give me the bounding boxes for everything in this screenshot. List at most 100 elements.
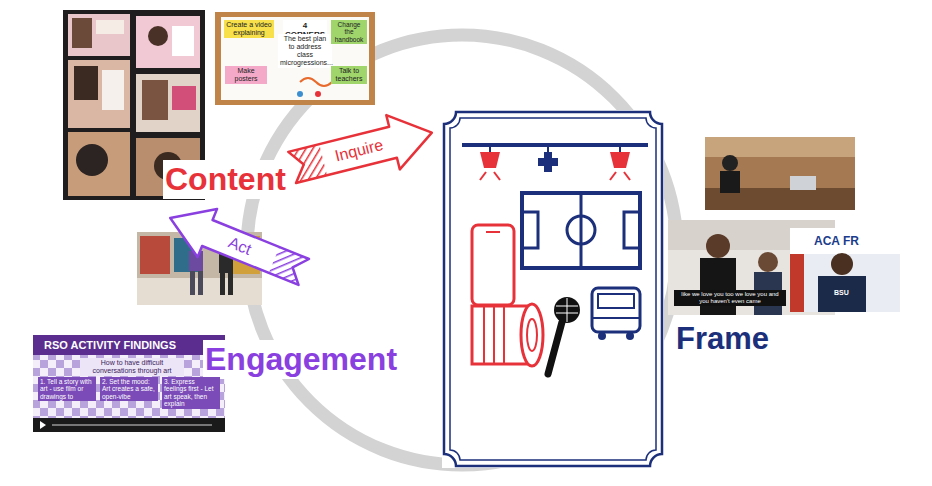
arrow-outline	[285, 105, 438, 194]
frame-icons-part	[610, 172, 616, 180]
dance-photo-part	[228, 273, 233, 295]
collage-photo-part	[172, 26, 194, 56]
frame-icons-part	[554, 297, 580, 323]
poster-photo-part	[215, 12, 375, 105]
frame-heading: Frame	[676, 322, 769, 356]
slide-point: 1. Tell a story with art - use film or d…	[38, 377, 96, 401]
stage-label: Content	[163, 160, 288, 199]
poster-photo-part	[315, 91, 321, 97]
bsu-photo-part	[818, 276, 866, 312]
video-caption: like we love you too we love you and you…	[674, 290, 786, 306]
bsu-photo-part	[790, 228, 900, 254]
shirt-text: BSU	[832, 288, 851, 298]
frame-icons-part	[619, 145, 621, 152]
arrow-body	[161, 194, 314, 296]
room-photo-part	[705, 137, 855, 210]
frame-box-outline	[442, 110, 664, 468]
inquire-arrow: Inquire	[284, 102, 439, 199]
frame-icons-part	[548, 322, 562, 374]
slide-title: RSO ACTIVITY FINDINGS	[42, 338, 178, 353]
bsu-photo-part	[831, 253, 853, 275]
frame-icons-part	[494, 172, 500, 180]
frame-icons-part	[592, 317, 640, 319]
frame-icons-part	[624, 172, 630, 180]
frame-icons-part	[472, 225, 514, 305]
frame-icons-part	[486, 231, 500, 233]
collage-photo-part	[68, 14, 130, 56]
frame-icons-part	[592, 288, 640, 332]
frame-icons-part	[489, 145, 491, 152]
frame-icons-part	[480, 172, 486, 180]
collage-photo-part	[148, 26, 168, 46]
frame-icons-part	[493, 306, 495, 364]
poster-photo-part	[221, 17, 369, 100]
frame-icons-part	[522, 193, 640, 268]
room-photo-part	[722, 155, 738, 171]
slide-point: 3. Express feelings first - Let art spea…	[162, 377, 220, 409]
collage-photo-part	[72, 18, 92, 48]
frame-icons	[462, 145, 648, 374]
room-photo-part	[720, 171, 740, 193]
frame-icons-part	[483, 306, 485, 364]
video-photo-part	[758, 252, 778, 272]
poster-photo	[215, 12, 375, 105]
collage-photo-part	[74, 66, 98, 100]
frame-ground	[442, 110, 664, 468]
room-photo	[705, 137, 855, 210]
poster-photo-part	[297, 91, 303, 97]
collage-photo-part	[102, 70, 124, 110]
poster-card: Make posters	[225, 66, 267, 84]
collage-photo-part	[96, 20, 124, 34]
frame-icons-part	[503, 306, 505, 364]
video-photo-part	[700, 258, 736, 315]
frame-icons-part	[521, 304, 543, 366]
dance-photo-part	[140, 236, 170, 274]
frame-icons-part	[610, 152, 630, 168]
bsu-photo-part	[790, 254, 804, 312]
frame-icons-part	[480, 152, 500, 168]
frame-inner-border	[450, 118, 656, 460]
collage-photo-part	[142, 80, 168, 120]
poster-question: The best plan to address class microgres…	[278, 34, 332, 68]
video-photo-part	[706, 234, 730, 258]
stage-label: Engagement	[203, 340, 399, 379]
slide-point: 2. Set the mood: Art creates a safe, ope…	[100, 377, 158, 401]
frame-icons-part	[580, 193, 583, 268]
slide-screenshot-part	[33, 335, 225, 355]
frame-box: Frame	[442, 110, 664, 468]
collage-photo-part	[76, 144, 108, 176]
frame-icons-part	[598, 332, 606, 340]
bsu-photo	[790, 228, 900, 312]
frame-icons-part	[626, 332, 634, 340]
frame-icons-part	[567, 216, 595, 244]
poster-card: Talk to teachers	[331, 66, 367, 84]
collage-photo-part	[68, 132, 130, 196]
poster-photo-part	[300, 78, 332, 86]
slide-screenshot-part	[40, 421, 46, 429]
banner-text: ACA FR	[812, 234, 861, 250]
slide-screenshot-part	[33, 335, 225, 432]
collage-photo-part	[136, 16, 200, 68]
arrow-body	[285, 105, 438, 194]
slide-subtitle: How to have difficult conversations thro…	[80, 358, 184, 376]
slide-screenshot-part	[52, 424, 212, 426]
frame-icons-part	[547, 145, 549, 152]
bsu-photo-part	[790, 228, 900, 312]
arrow-hatch	[269, 247, 309, 285]
frame-icons-part	[522, 212, 538, 248]
dance-photo-part	[190, 271, 195, 295]
arrow-outline	[161, 194, 314, 296]
slide-screenshot	[33, 335, 225, 432]
poster-card: Create a video explaining	[224, 20, 274, 38]
frame-icons-part	[598, 294, 634, 308]
room-photo-part	[705, 137, 855, 157]
frame-border	[444, 112, 662, 466]
act-arrow: Act	[159, 190, 315, 300]
frame-icons-part	[527, 319, 537, 351]
room-photo-part	[790, 176, 816, 190]
collage-photo-part	[136, 74, 200, 132]
poster-card: Change the handbook	[331, 20, 367, 44]
collage-photo-part	[68, 60, 130, 128]
